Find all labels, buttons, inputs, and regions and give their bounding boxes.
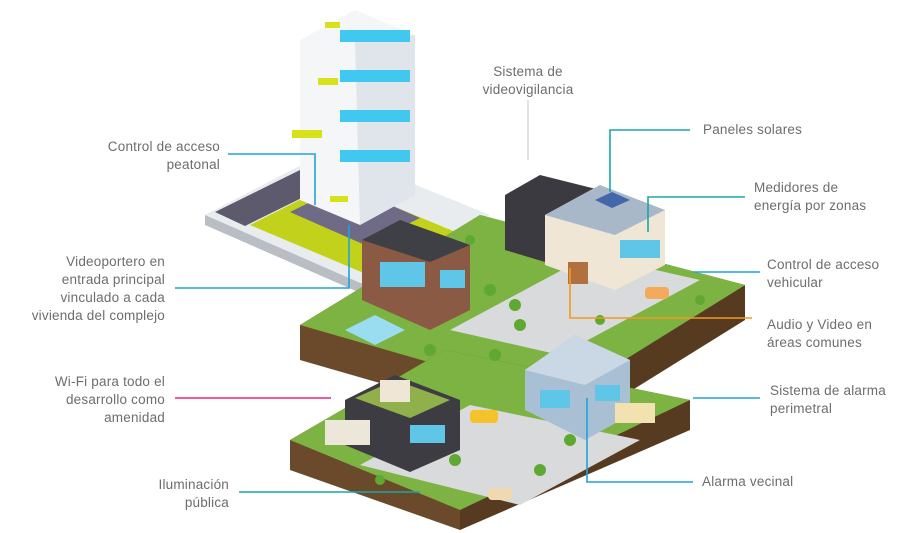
line-audio	[569, 268, 752, 319]
label-line: Audio y Video en	[767, 317, 873, 332]
line-medidores	[647, 196, 745, 232]
trees	[375, 235, 705, 485]
label-line: vivienda del complejo	[31, 308, 165, 323]
label-line: pública	[184, 495, 229, 510]
label-paneles-solares: Paneles solares	[703, 121, 802, 139]
label-audio-video: Audio y Video en áreas comunes	[767, 316, 872, 352]
line-peatonal	[228, 153, 316, 205]
label-sistema-videovigilancia: Sistema de videovigilancia	[468, 63, 588, 99]
label-line: peatonal	[166, 157, 220, 172]
label-line: videovigilancia	[482, 82, 574, 97]
line-vecinal	[586, 398, 693, 483]
house-dark	[325, 375, 460, 472]
label-videoportero: Videoportero en entrada principal vincul…	[32, 253, 165, 325]
label-line: Iluminación	[158, 477, 229, 492]
label-medidores-energia: Medidores de energía por zonas	[754, 179, 866, 215]
label-line: Paneles solares	[703, 122, 803, 137]
house-grey	[525, 335, 655, 440]
label-line: vinculado a cada	[60, 290, 165, 305]
line-paneles	[609, 129, 690, 192]
label-line: perimetral	[770, 401, 833, 416]
car-yellow	[470, 410, 498, 423]
label-alarma-vecinal: Alarma vecinal	[702, 473, 793, 491]
house-brown	[345, 220, 470, 345]
label-control-acceso-peatonal: Control de acceso peatonal	[108, 138, 220, 174]
car-beige	[488, 488, 512, 500]
label-line: Sistema de alarma	[770, 383, 886, 398]
residential-tower	[292, 10, 415, 225]
label-line: Videoportero en	[66, 254, 165, 269]
label-line: amenidad	[104, 410, 165, 425]
label-line: Sistema de	[493, 64, 563, 79]
label-line: Wi-Fi para todo el	[54, 374, 165, 389]
label-line: Medidores de	[754, 180, 839, 195]
label-iluminacion-publica: Iluminación pública	[159, 476, 230, 512]
label-line: entrada principal	[61, 272, 165, 287]
label-alarma-perimetral: Sistema de alarma perimetral	[770, 382, 886, 418]
car-orange	[645, 287, 669, 299]
line-videoportero	[175, 225, 350, 289]
label-line: Control de acceso	[767, 257, 880, 272]
label-line: Alarma vecinal	[702, 474, 794, 489]
label-line: áreas comunes	[767, 335, 862, 350]
label-line: vehicular	[767, 275, 823, 290]
label-line: Control de acceso	[107, 139, 220, 154]
label-line: desarrollo como	[65, 392, 165, 407]
label-line: energía por zonas	[754, 198, 867, 213]
callout-lines	[175, 100, 760, 493]
label-control-acceso-vehicular: Control de acceso vehicular	[767, 256, 879, 292]
house-solar	[505, 175, 665, 290]
label-wifi: Wi-Fi para todo el desarrollo como ameni…	[55, 373, 165, 427]
